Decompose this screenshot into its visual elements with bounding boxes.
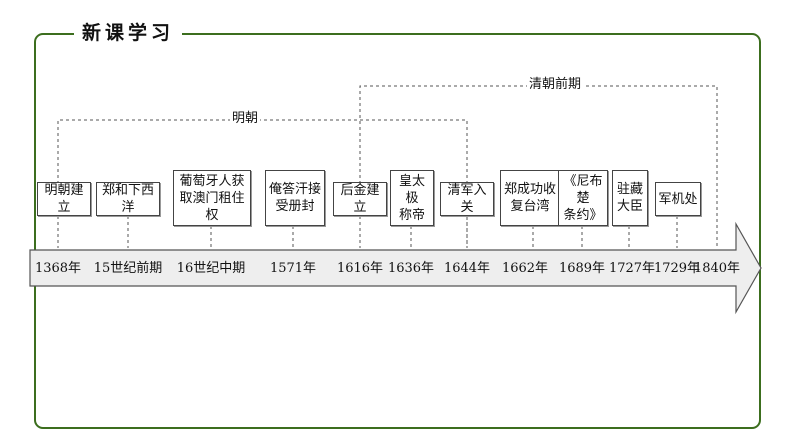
year-label: 1571年 [269,261,317,276]
year-label: 1662年 [501,261,549,276]
content-frame [34,33,761,429]
year-label: 1616年 [336,261,384,276]
event-qing-entry: 清军入关 [440,182,494,216]
section-title: 新课学习 [74,19,183,47]
event-zheng-he-voyages: 郑和下西洋 [96,182,160,216]
year-label: 16世纪中期 [176,261,246,276]
event-hong-taiji: 皇太极 称帝 [390,170,434,226]
event-grand-council: 军机处 [655,182,701,216]
period-label-qing: 清朝前期 [527,76,584,94]
year-label: 15世纪前期 [93,261,163,276]
event-nerchinsk-treaty: 《尼布楚 条约》 [558,170,608,226]
period-label-ming: 明朝 [230,110,261,128]
year-label: 1644年 [443,261,491,276]
year-label: 1729年 [653,261,701,276]
event-portuguese-macau: 葡萄牙人获 取澳门租住权 [173,170,251,226]
year-label: 1840年 [693,261,741,276]
event-altan-khan: 俺答汗接 受册封 [265,170,325,226]
event-tibet-amban: 驻藏 大臣 [612,170,648,226]
year-label: 1727年 [608,261,656,276]
event-later-jin: 后金建立 [333,182,387,216]
year-label: 1636年 [387,261,435,276]
year-label: 1689年 [558,261,606,276]
event-connectors [57,216,678,248]
timeline-arrow [29,221,762,315]
event-taiwan-recovery: 郑成功收 复台湾 [500,170,560,226]
year-label: 1368年 [34,261,82,276]
event-ming-founding: 明朝建立 [37,182,91,216]
